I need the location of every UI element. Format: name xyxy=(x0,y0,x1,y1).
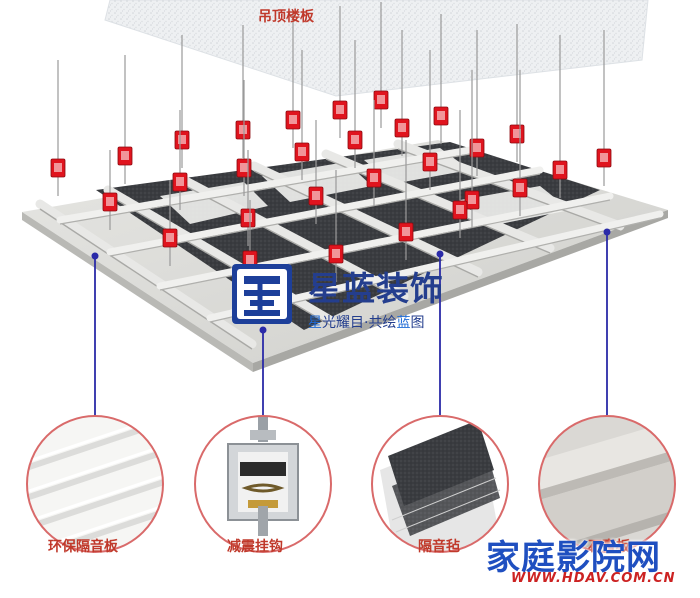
hanger-clip-window xyxy=(298,147,306,156)
hanger-clip-window xyxy=(426,157,434,166)
hanger-clip-window xyxy=(178,135,186,144)
hanger-clip-window xyxy=(244,213,252,222)
hanger-clip-window xyxy=(516,183,524,192)
hanger-clip-window xyxy=(336,105,344,114)
ceiling-slab-label: 吊顶楼板 xyxy=(258,9,314,25)
hanger-clip-window xyxy=(312,191,320,200)
hanger-clip-window xyxy=(121,151,129,160)
gypsum-board-edge xyxy=(22,212,253,372)
watermark-url: WWW.HDAV.COM.CN xyxy=(511,571,676,586)
hanger-clip-window xyxy=(513,129,521,138)
hanger-clip-window xyxy=(166,233,174,242)
spring-hanger-icon xyxy=(195,416,331,552)
hanger-clip-window xyxy=(289,115,297,124)
hanger-clip-window xyxy=(468,195,476,204)
hanger-clip-window xyxy=(473,143,481,152)
gypsum-board-icon xyxy=(539,416,675,552)
watermark-title: 家庭影院网 xyxy=(486,538,661,578)
acoustic-felt-icon xyxy=(372,416,508,552)
component-label-gypsum: 石膏板 xyxy=(588,539,630,555)
ceiling-slab xyxy=(104,0,649,97)
slogan-part: 星 xyxy=(308,315,322,331)
hanger-clip-window xyxy=(246,255,254,264)
hanger-clip-window xyxy=(437,111,445,120)
hanger-clip-window xyxy=(377,95,385,104)
hanger-clip-window xyxy=(398,123,406,132)
hanger-clip-window xyxy=(351,135,359,144)
slogan-part: 光耀目·共绘 xyxy=(322,315,397,331)
hanger-clip-window xyxy=(332,249,340,258)
slogan-part: 图 xyxy=(410,315,425,331)
hanger-clip-window xyxy=(54,163,62,172)
slogan-part: 蓝 xyxy=(396,315,411,331)
hanger-clip-window xyxy=(239,125,247,134)
hanger-clip-window xyxy=(600,153,608,162)
gypsum-board-edge-right xyxy=(253,210,668,372)
leader-lines xyxy=(94,232,608,416)
hanger-clip-window xyxy=(240,163,248,172)
brand-name: 星蓝装饰 xyxy=(308,269,444,308)
component-label-panel: 环保隔音板 xyxy=(48,539,118,555)
hanger-group xyxy=(50,2,612,288)
hanger-clip-window xyxy=(456,205,464,214)
hanger-clip-window xyxy=(556,165,564,174)
brand-logo-icon xyxy=(232,264,292,324)
brand-slogan: 星光耀目·共绘蓝图 xyxy=(308,312,424,332)
component-label-hanger: 减震挂钩 xyxy=(227,539,283,555)
hanger-clip-window xyxy=(176,177,184,186)
hanger-clip-window xyxy=(106,197,114,206)
hanger-clip-window xyxy=(370,173,378,182)
component-label-felt: 隔音毡 xyxy=(418,539,460,555)
hanger-clip-window xyxy=(402,227,410,236)
